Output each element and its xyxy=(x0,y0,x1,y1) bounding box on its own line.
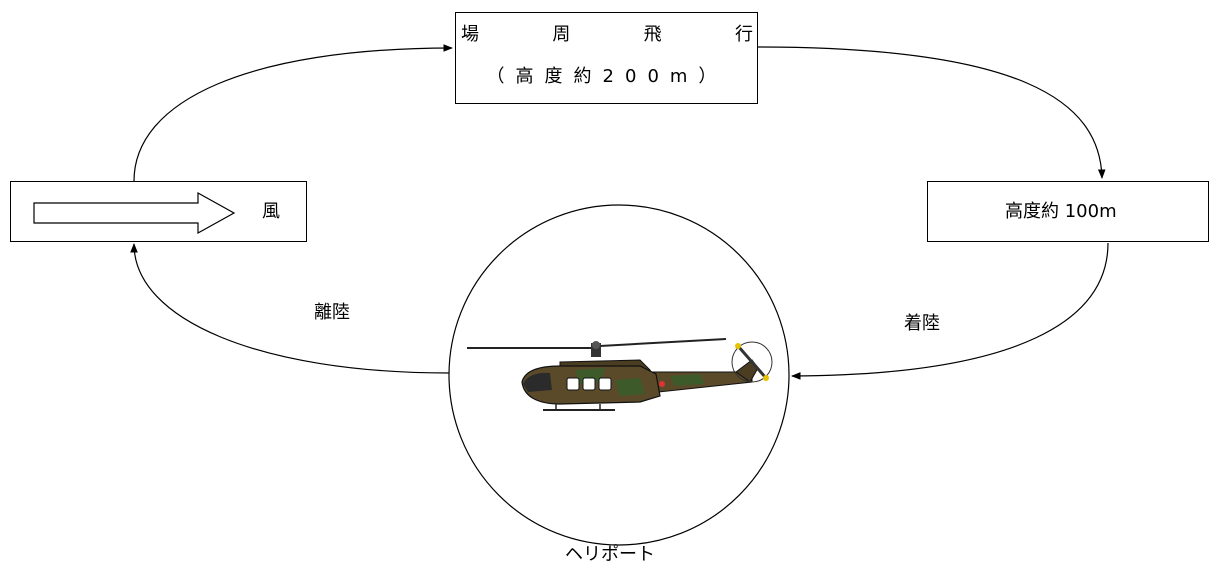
takeoff-path xyxy=(130,243,450,374)
descent-box xyxy=(927,181,1209,242)
helicopter-icon xyxy=(467,338,773,411)
pattern-flight-title: 場 周 飛 行 xyxy=(457,26,757,44)
pattern-flight-altitude: （高度約200m） xyxy=(486,66,728,87)
pattern-title-char: 場 xyxy=(461,24,479,45)
pattern-flight-box xyxy=(455,12,758,104)
downwind-path xyxy=(756,46,1106,179)
pattern-title-char: 飛 xyxy=(643,24,662,45)
pattern-title-char: 行 xyxy=(734,24,753,45)
heliport-circle xyxy=(448,204,790,546)
climb-path xyxy=(133,44,453,182)
descent-altitude-label: 高度約 100m xyxy=(1005,201,1117,222)
landing-path xyxy=(791,242,1109,380)
wind-label: 風 xyxy=(262,201,280,222)
wind-arrow-icon xyxy=(33,191,236,235)
pattern-title-char: 周 xyxy=(552,24,571,45)
takeoff-label: 離陸 xyxy=(314,302,350,323)
wind-box xyxy=(10,181,307,242)
landing-label: 着陸 xyxy=(904,313,940,334)
heliport-label: ヘリポート xyxy=(565,544,655,565)
